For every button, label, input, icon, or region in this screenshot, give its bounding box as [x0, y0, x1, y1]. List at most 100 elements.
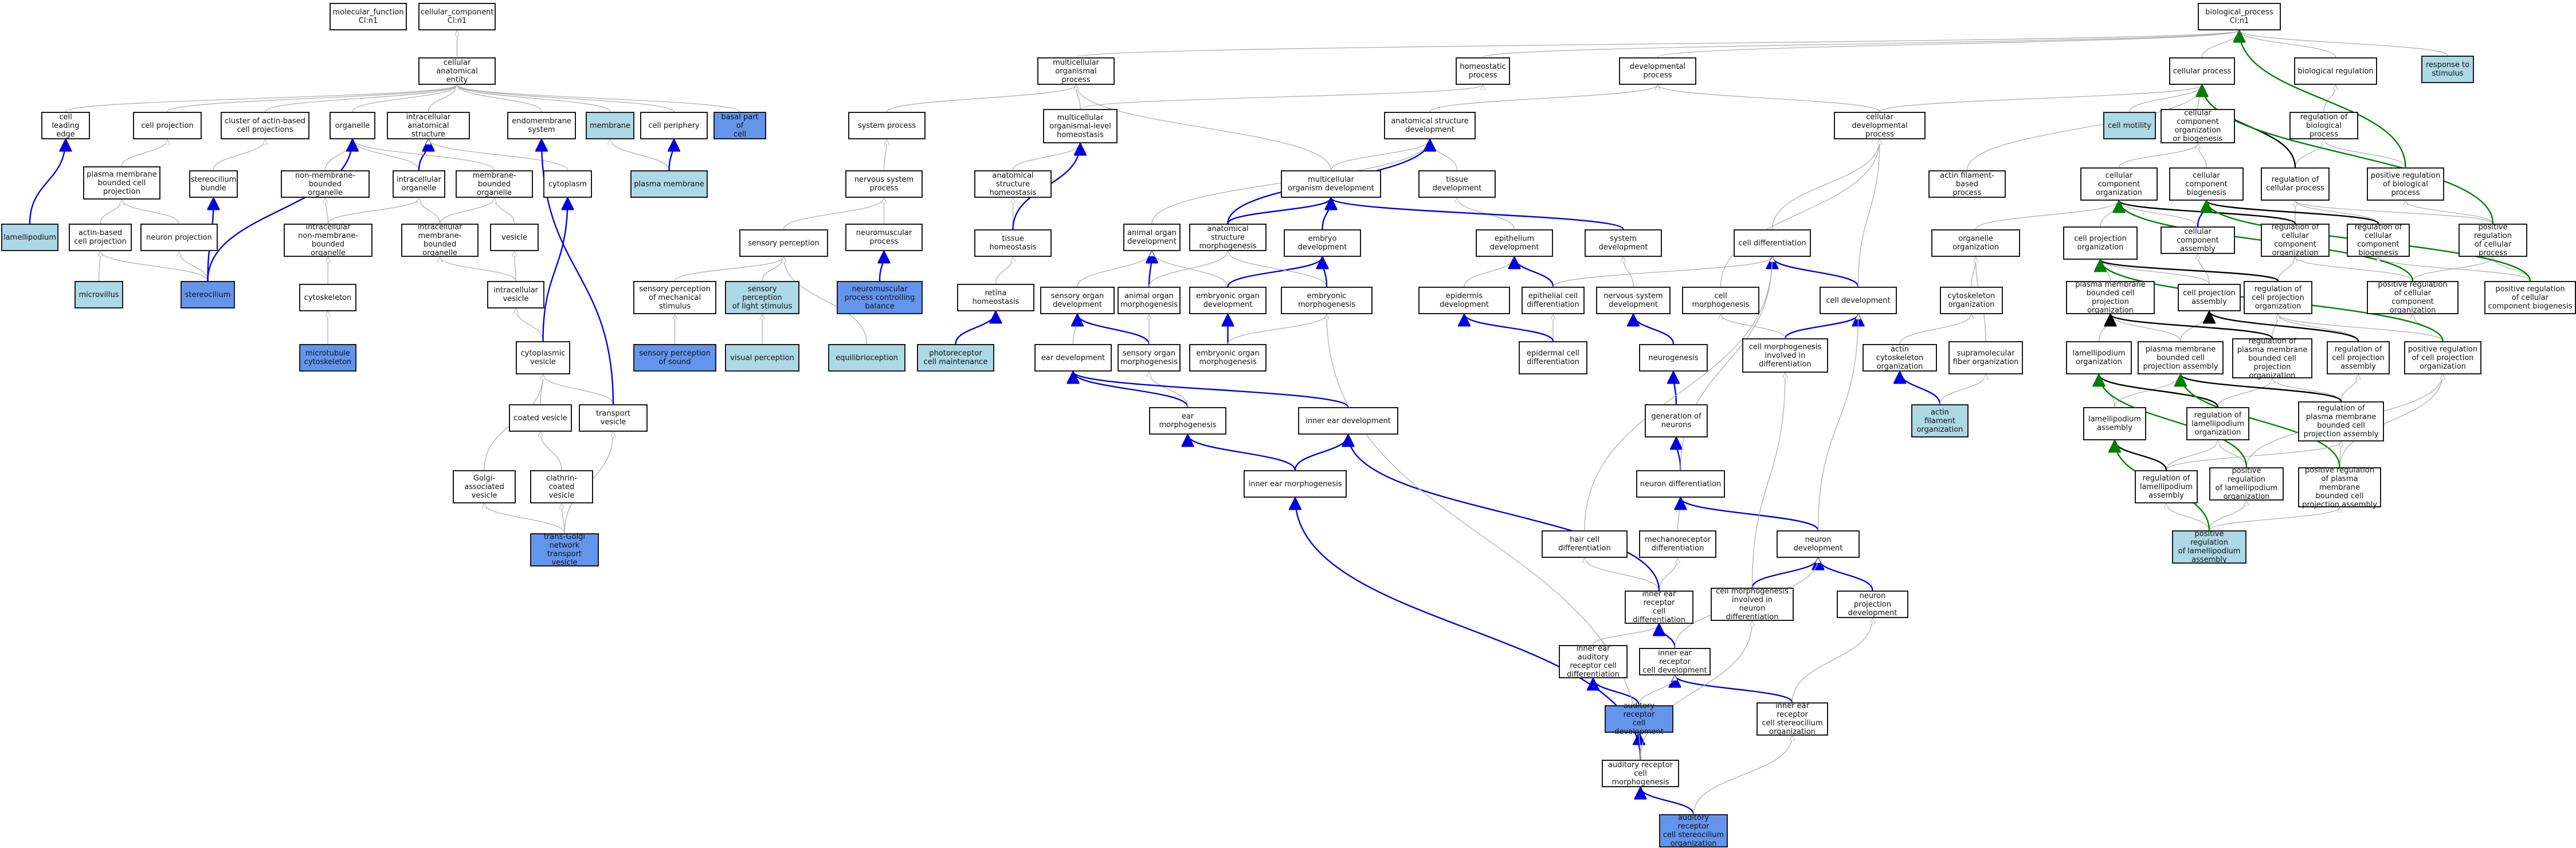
node-pm[interactable]: plasma membrane	[630, 170, 708, 198]
node-orgorg[interactable]: organelle organization	[1931, 229, 2020, 257]
node-lamelasm[interactable]: lamellipodium assembly	[2083, 407, 2146, 440]
node-regpmbcpa[interactable]: regulation of plasma membrane bounded ce…	[2298, 401, 2384, 441]
node-photomaint[interactable]: photoreceptor cell maintenance	[917, 344, 994, 372]
node-cellmorph[interactable]: cell morphogenesis	[1682, 287, 1759, 314]
node-npd[interactable]: neuron projection development	[1837, 591, 1908, 618]
node-spsound[interactable]: sensory perception of sound	[633, 344, 716, 372]
node-molhomeo[interactable]: multicellular organismal-level homeostas…	[1043, 109, 1118, 143]
node-visperc[interactable]: visual perception	[725, 344, 799, 372]
node-aom[interactable]: animal organ morphogenesis	[1118, 287, 1181, 314]
node-cmidiff[interactable]: cell morphogenesis involved in different…	[1742, 338, 1828, 373]
node-cperiph[interactable]: cell periphery	[640, 112, 708, 139]
node-endo[interactable]: endomembrane system	[507, 112, 576, 139]
node-cellp[interactable]: cellular process	[2169, 57, 2235, 85]
node-regbp[interactable]: regulation of biological process	[2289, 112, 2358, 139]
node-microvillus[interactable]: microvillus	[75, 281, 123, 308]
node-lamelorg[interactable]: lamellipodium organization	[2066, 341, 2132, 374]
node-lamellipodium[interactable]: lamellipodium	[1, 224, 58, 251]
node-ccob[interactable]: cellular component organization or bioge…	[2161, 109, 2235, 143]
node-regcco[interactable]: regulation of cellular component organiz…	[2261, 223, 2330, 257]
node-cc[interactable]: cellular_component Cl:n1	[418, 3, 496, 30]
node-membrane[interactable]: membrane	[586, 112, 634, 139]
node-sensperc[interactable]: sensory perception	[739, 229, 828, 257]
node-neurdiff[interactable]: neuron differentiation	[1636, 470, 1725, 498]
node-eod[interactable]: embryonic organ development	[1189, 287, 1267, 314]
node-earmorph[interactable]: ear morphogenesis	[1149, 407, 1226, 435]
node-celldevp[interactable]: cellular developmental process	[1834, 112, 1926, 139]
node-nsp[interactable]: nervous system process	[845, 170, 923, 198]
node-vesicle[interactable]: vesicle	[490, 224, 539, 251]
node-intvesicle[interactable]: intracellular vesicle	[487, 281, 544, 308]
node-tgn[interactable]: trans-Golgi network transport vesicle	[530, 533, 599, 567]
node-regcpo[interactable]: regulation of cell projection organizati…	[2244, 281, 2312, 314]
node-coatedves[interactable]: coated vesicle	[509, 404, 572, 432]
node-acytoorg[interactable]: actin cytoskeleton organization	[1863, 344, 1937, 372]
node-cytoorg[interactable]: cytoskeleton organization	[1940, 287, 2003, 314]
node-regcp[interactable]: regulation of cellular process	[2261, 167, 2330, 201]
node-pmbcpo[interactable]: plasma membrane bounded cell projection …	[2066, 280, 2155, 315]
node-intmbo[interactable]: intracellular membrane-bounded organelle	[401, 223, 479, 257]
node-mod[interactable]: multicellular organism development	[1281, 170, 1381, 198]
node-nmpcb[interactable]: neuromuscular process controlling balanc…	[837, 281, 923, 314]
node-posreglamelasm[interactable]: positive regulation of lamellipodium ass…	[2172, 530, 2246, 564]
node-cytoskeleton[interactable]: cytoskeleton	[299, 284, 356, 311]
node-bioreg[interactable]: biological regulation	[2294, 57, 2377, 85]
node-bp[interactable]: biological_process Cl:n1	[2198, 3, 2281, 30]
node-homeo[interactable]: homeostatic process	[1456, 57, 1510, 85]
node-som[interactable]: sensory organ morphogenesis	[1118, 344, 1181, 372]
node-neuromusc[interactable]: neuromuscular process	[845, 224, 923, 251]
node-epicelldiff[interactable]: epithelial cell differentiation	[1522, 287, 1585, 314]
node-cabcp[interactable]: cluster of actin-based cell projections	[221, 112, 309, 139]
node-spms[interactable]: sensory perception of mechanical stimulu…	[633, 281, 716, 314]
node-cmot[interactable]: cell motility	[2103, 112, 2156, 139]
node-cpa[interactable]: cell projection assembly	[2178, 284, 2241, 311]
node-cae[interactable]: cellular anatomical entity	[418, 57, 496, 85]
node-golgives[interactable]: Golgi-associated vesicle	[453, 470, 516, 503]
node-afo[interactable]: actin filament organization	[1911, 404, 1969, 437]
node-abcp[interactable]: actin-based cell projection	[69, 224, 132, 251]
node-posregcco[interactable]: positive regulation of cellular componen…	[2367, 280, 2459, 315]
node-afbp[interactable]: actin filament-based process	[1928, 170, 2006, 198]
node-haircelldiff[interactable]: hair cell differentiation	[1542, 530, 1628, 558]
node-stereocilium[interactable]: stereocilium	[181, 281, 235, 308]
node-asdev[interactable]: anatomical structure development	[1384, 112, 1476, 139]
node-iearcd[interactable]: inner ear auditory receptor cell differe…	[1559, 644, 1628, 679]
node-tissuehomeo[interactable]: tissue homeostasis	[974, 229, 1052, 257]
node-transves[interactable]: transport vesicle	[579, 404, 648, 432]
node-posregcp[interactable]: positive regulation of cellular process	[2459, 223, 2527, 257]
node-sysdev[interactable]: system development	[1585, 229, 1662, 257]
node-celldev[interactable]: cell development	[1820, 287, 1897, 314]
node-mf[interactable]: molecular_function Cl:n1	[330, 3, 407, 30]
node-nsd[interactable]: nervous system development	[1596, 287, 1671, 314]
node-tissuedev[interactable]: tissue development	[1418, 170, 1496, 198]
node-genneurons[interactable]: generation of neurons	[1645, 404, 1708, 437]
node-epidermdev[interactable]: epidermis development	[1418, 287, 1510, 314]
node-asm[interactable]: anatomical structure morphogenesis	[1189, 224, 1267, 251]
node-stbundle[interactable]: stereocilium bundle	[189, 170, 238, 198]
node-nonmbo[interactable]: non-membrane-bounded organelle	[281, 170, 370, 198]
node-arcmorph[interactable]: auditory receptor cell morphogenesis	[1602, 760, 1679, 787]
node-eardev[interactable]: ear development	[1034, 344, 1112, 372]
node-clathves[interactable]: clathrin-coated vesicle	[530, 470, 593, 503]
node-sod[interactable]: sensory organ development	[1040, 287, 1115, 314]
node-devp[interactable]: developmental process	[1619, 57, 1696, 85]
node-embdev[interactable]: embryo development	[1284, 229, 1361, 257]
node-retinahomeo[interactable]: retina homeostasis	[957, 284, 1034, 311]
node-equilib[interactable]: equilibrioception	[828, 344, 905, 372]
node-cco[interactable]: cellular component organization	[2080, 167, 2158, 201]
node-cca[interactable]: cellular component assembly	[2161, 226, 2235, 254]
node-intraorg[interactable]: intracellular organelle	[393, 170, 445, 198]
node-celldiff[interactable]: cell differentiation	[1734, 229, 1811, 257]
node-aod[interactable]: animal organ development	[1123, 224, 1181, 251]
node-posregccb[interactable]: positive regulation of cellular componen…	[2484, 281, 2576, 314]
node-neurogenesis[interactable]: neurogenesis	[1639, 344, 1708, 372]
node-sfo[interactable]: supramolecular fiber organization	[1948, 341, 2023, 374]
node-regccb[interactable]: regulation of cellular component biogene…	[2347, 223, 2410, 257]
node-organelle[interactable]: organelle	[330, 112, 375, 139]
node-mbo[interactable]: membrane-bounded organelle	[456, 170, 533, 198]
node-iercdev[interactable]: inner ear receptor cell development	[1639, 648, 1711, 675]
node-ccbio[interactable]: cellular component biogenesis	[2169, 167, 2244, 201]
node-pmbcp[interactable]: plasma membrane bounded cell projection	[83, 166, 160, 200]
node-posreglamelorg[interactable]: positive regulation of lamellipodium org…	[2209, 467, 2284, 501]
node-epidermcelldiff[interactable]: epidermal cell differentiation	[1519, 341, 1587, 374]
